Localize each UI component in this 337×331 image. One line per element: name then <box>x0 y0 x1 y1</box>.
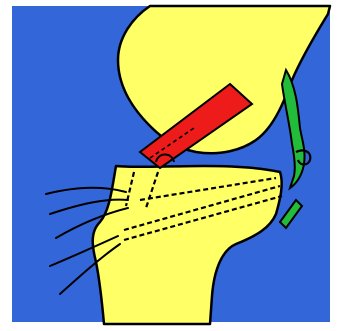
knee-diagram <box>0 0 337 331</box>
diagram-canvas <box>0 0 337 331</box>
